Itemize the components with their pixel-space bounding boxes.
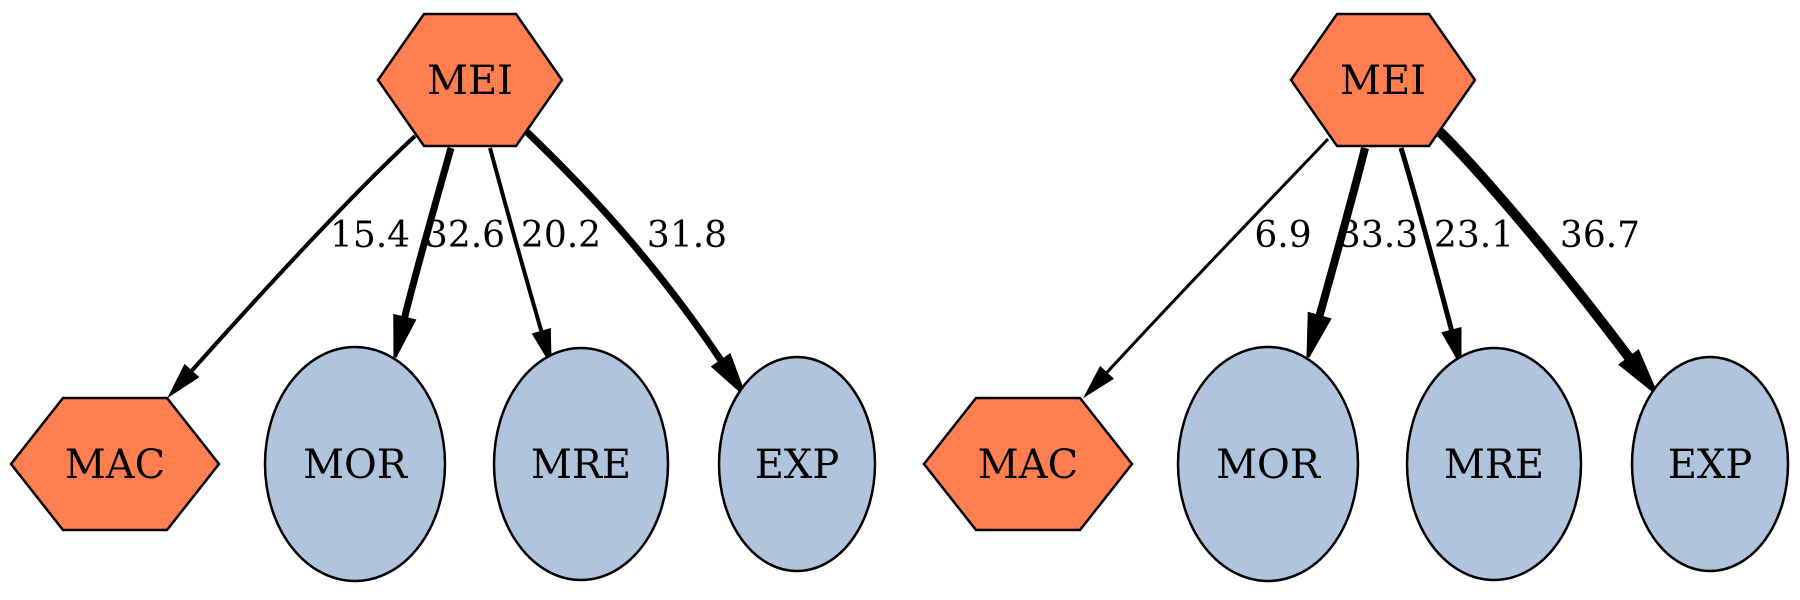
graph-panel-1: 15.4 32.6 20.2 31.8 MEI MAC MOR MRE EXP [9,12,877,583]
node-exp-ellipse [1630,355,1790,573]
node-mor-ellipse [263,345,447,583]
node-mre-label: MRE [1444,442,1544,488]
edge-mei-mre [1398,147,1455,332]
edge-mei-mac [1104,137,1330,375]
edge-mei-mac [189,134,417,373]
edge-mei-mor [1315,147,1369,318]
arrowhead-mor [393,313,417,358]
node-mei-label: MEI [427,58,513,104]
node-mei-hexagon [376,12,564,148]
arrowhead-exp [710,353,746,396]
node-mre-ellipse [492,346,670,582]
node-mac-hexagon [922,396,1134,532]
arrowhead-mre [1441,326,1462,368]
edge-weight-label: 33.3 [1338,215,1418,256]
node-mor-label: MOR [1216,442,1322,488]
node-mei-hexagon [1289,12,1477,148]
edge-weight-label: 15.4 [330,215,410,256]
node-mre-label: MRE [531,442,631,488]
node-exp-ellipse [717,355,877,573]
node-mei-label: MEI [1340,58,1426,104]
edge-weight-label: 32.6 [425,215,505,256]
edge-weight-label: 36.7 [1560,215,1640,256]
edge-weight-label: 20.2 [521,215,601,256]
node-mac-label: MAC [65,442,165,488]
arrowhead-mac [1083,365,1114,399]
arrowhead-mor [1306,311,1332,358]
node-mre-ellipse [1405,346,1583,582]
edge-weight-label: 23.1 [1434,215,1514,256]
graph-panel-2: 6.9 33.3 23.1 36.7 MEI MAC MOR MRE EXP [922,12,1790,583]
edge-mei-mor [401,147,455,319]
edge-weight-label: 31.8 [647,215,727,256]
node-mac-hexagon [9,396,221,532]
edge-mei-exp [523,128,725,363]
node-mor-label: MOR [303,442,409,488]
arrowhead-exp [1618,348,1658,395]
node-exp-label: EXP [1668,442,1753,488]
edge-weight-label: 6.9 [1254,215,1311,256]
node-mac-label: MAC [978,442,1078,488]
arrowhead-mac [167,363,200,399]
arrowhead-mre [531,327,552,367]
edge-mei-exp [1435,127,1634,361]
node-mor-ellipse [1176,345,1360,583]
edge-mei-mre [488,147,544,333]
node-exp-label: EXP [755,442,840,488]
